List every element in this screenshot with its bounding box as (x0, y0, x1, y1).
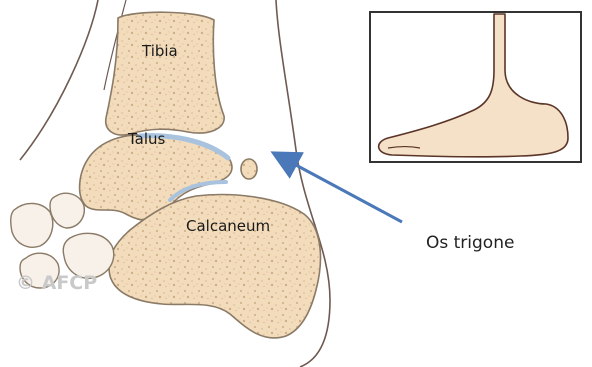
calcaneum-label: Calcaneum (186, 217, 270, 235)
anterior-leg-outline (20, 0, 98, 160)
cuneiform-bone-1 (11, 203, 53, 247)
os-trigone-ossicle (241, 159, 257, 179)
navicular-bone (50, 193, 84, 228)
talus-label: Talus (127, 130, 166, 148)
os-trigone-label: Os trigone (426, 233, 514, 253)
tibia-bone (106, 12, 224, 135)
watermark: © AFCP (16, 272, 97, 294)
foot-inset (370, 12, 581, 162)
tibia-label: Tibia (141, 42, 178, 60)
